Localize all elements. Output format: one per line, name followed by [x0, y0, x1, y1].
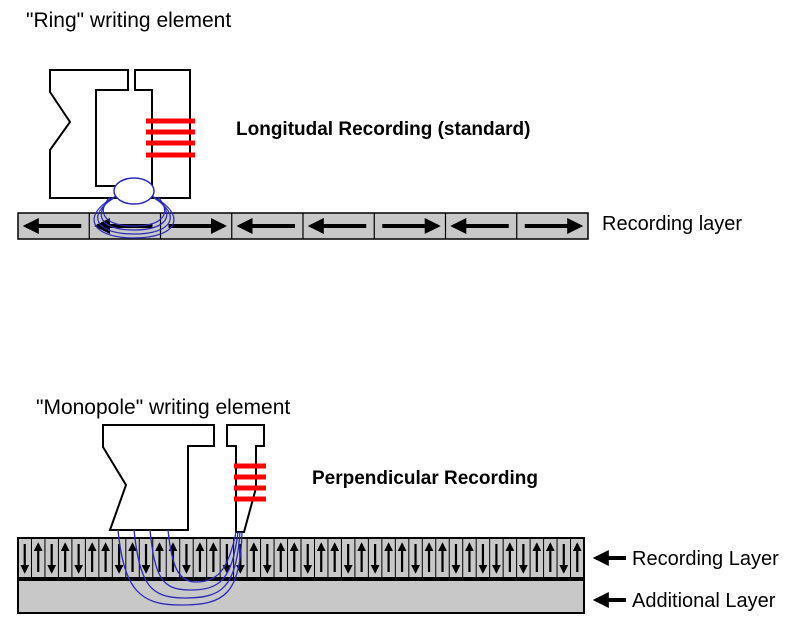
additional-layer-pointer: Additional Layer — [592, 590, 776, 612]
ring-gap-bubble — [113, 177, 155, 205]
recording-layer-pointer: Recording Layer — [592, 548, 779, 570]
ring-flux-lines — [93, 195, 175, 239]
ring-head-left-pole — [49, 69, 129, 199]
ring-element-label: "Ring" writing element — [26, 9, 231, 32]
monopole-flux-lines — [117, 529, 243, 606]
ring-head — [49, 69, 195, 205]
longitudinal-recording-label: Longitudal Recording (standard) — [236, 119, 531, 140]
monopole-return-pole — [102, 424, 215, 531]
perpendicular-recording-label: Perpendicular Recording — [312, 468, 538, 489]
perpendicular-domains — [20, 538, 582, 578]
ring-coil — [146, 118, 195, 158]
ring-recording-layer-label: Recording layer — [602, 213, 742, 235]
monopole-head — [102, 424, 266, 533]
monopole-element-label: "Monopole" writing element — [36, 396, 290, 419]
additional-layer — [17, 579, 585, 614]
monopole-coil — [234, 463, 266, 502]
recording-layer-label: Recording Layer — [632, 548, 779, 570]
additional-layer-label: Additional Layer — [632, 590, 776, 612]
